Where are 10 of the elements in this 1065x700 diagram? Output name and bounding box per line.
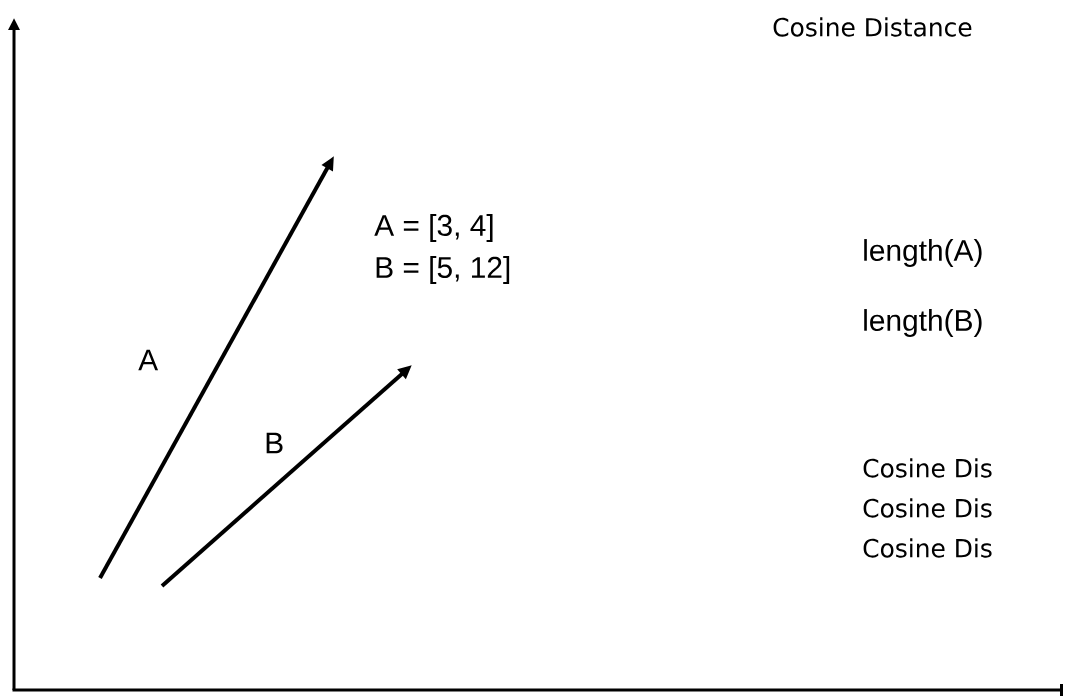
vector-label: B — [266, 432, 283, 454]
formula-text: length(A) — [864, 239, 982, 267]
formula-text: Cosine Dis — [863, 458, 992, 478]
formula-text: Cosine Dis — [863, 538, 992, 558]
vector-equation: A = [3, 4] — [374, 214, 493, 242]
formula-text: length(B) — [864, 309, 982, 337]
formula-text: Cosine Dis — [863, 498, 992, 518]
vector-equation: B = [5, 12] — [376, 256, 510, 284]
vector-label: A — [138, 349, 159, 371]
title: Cosine Distance — [773, 17, 972, 37]
